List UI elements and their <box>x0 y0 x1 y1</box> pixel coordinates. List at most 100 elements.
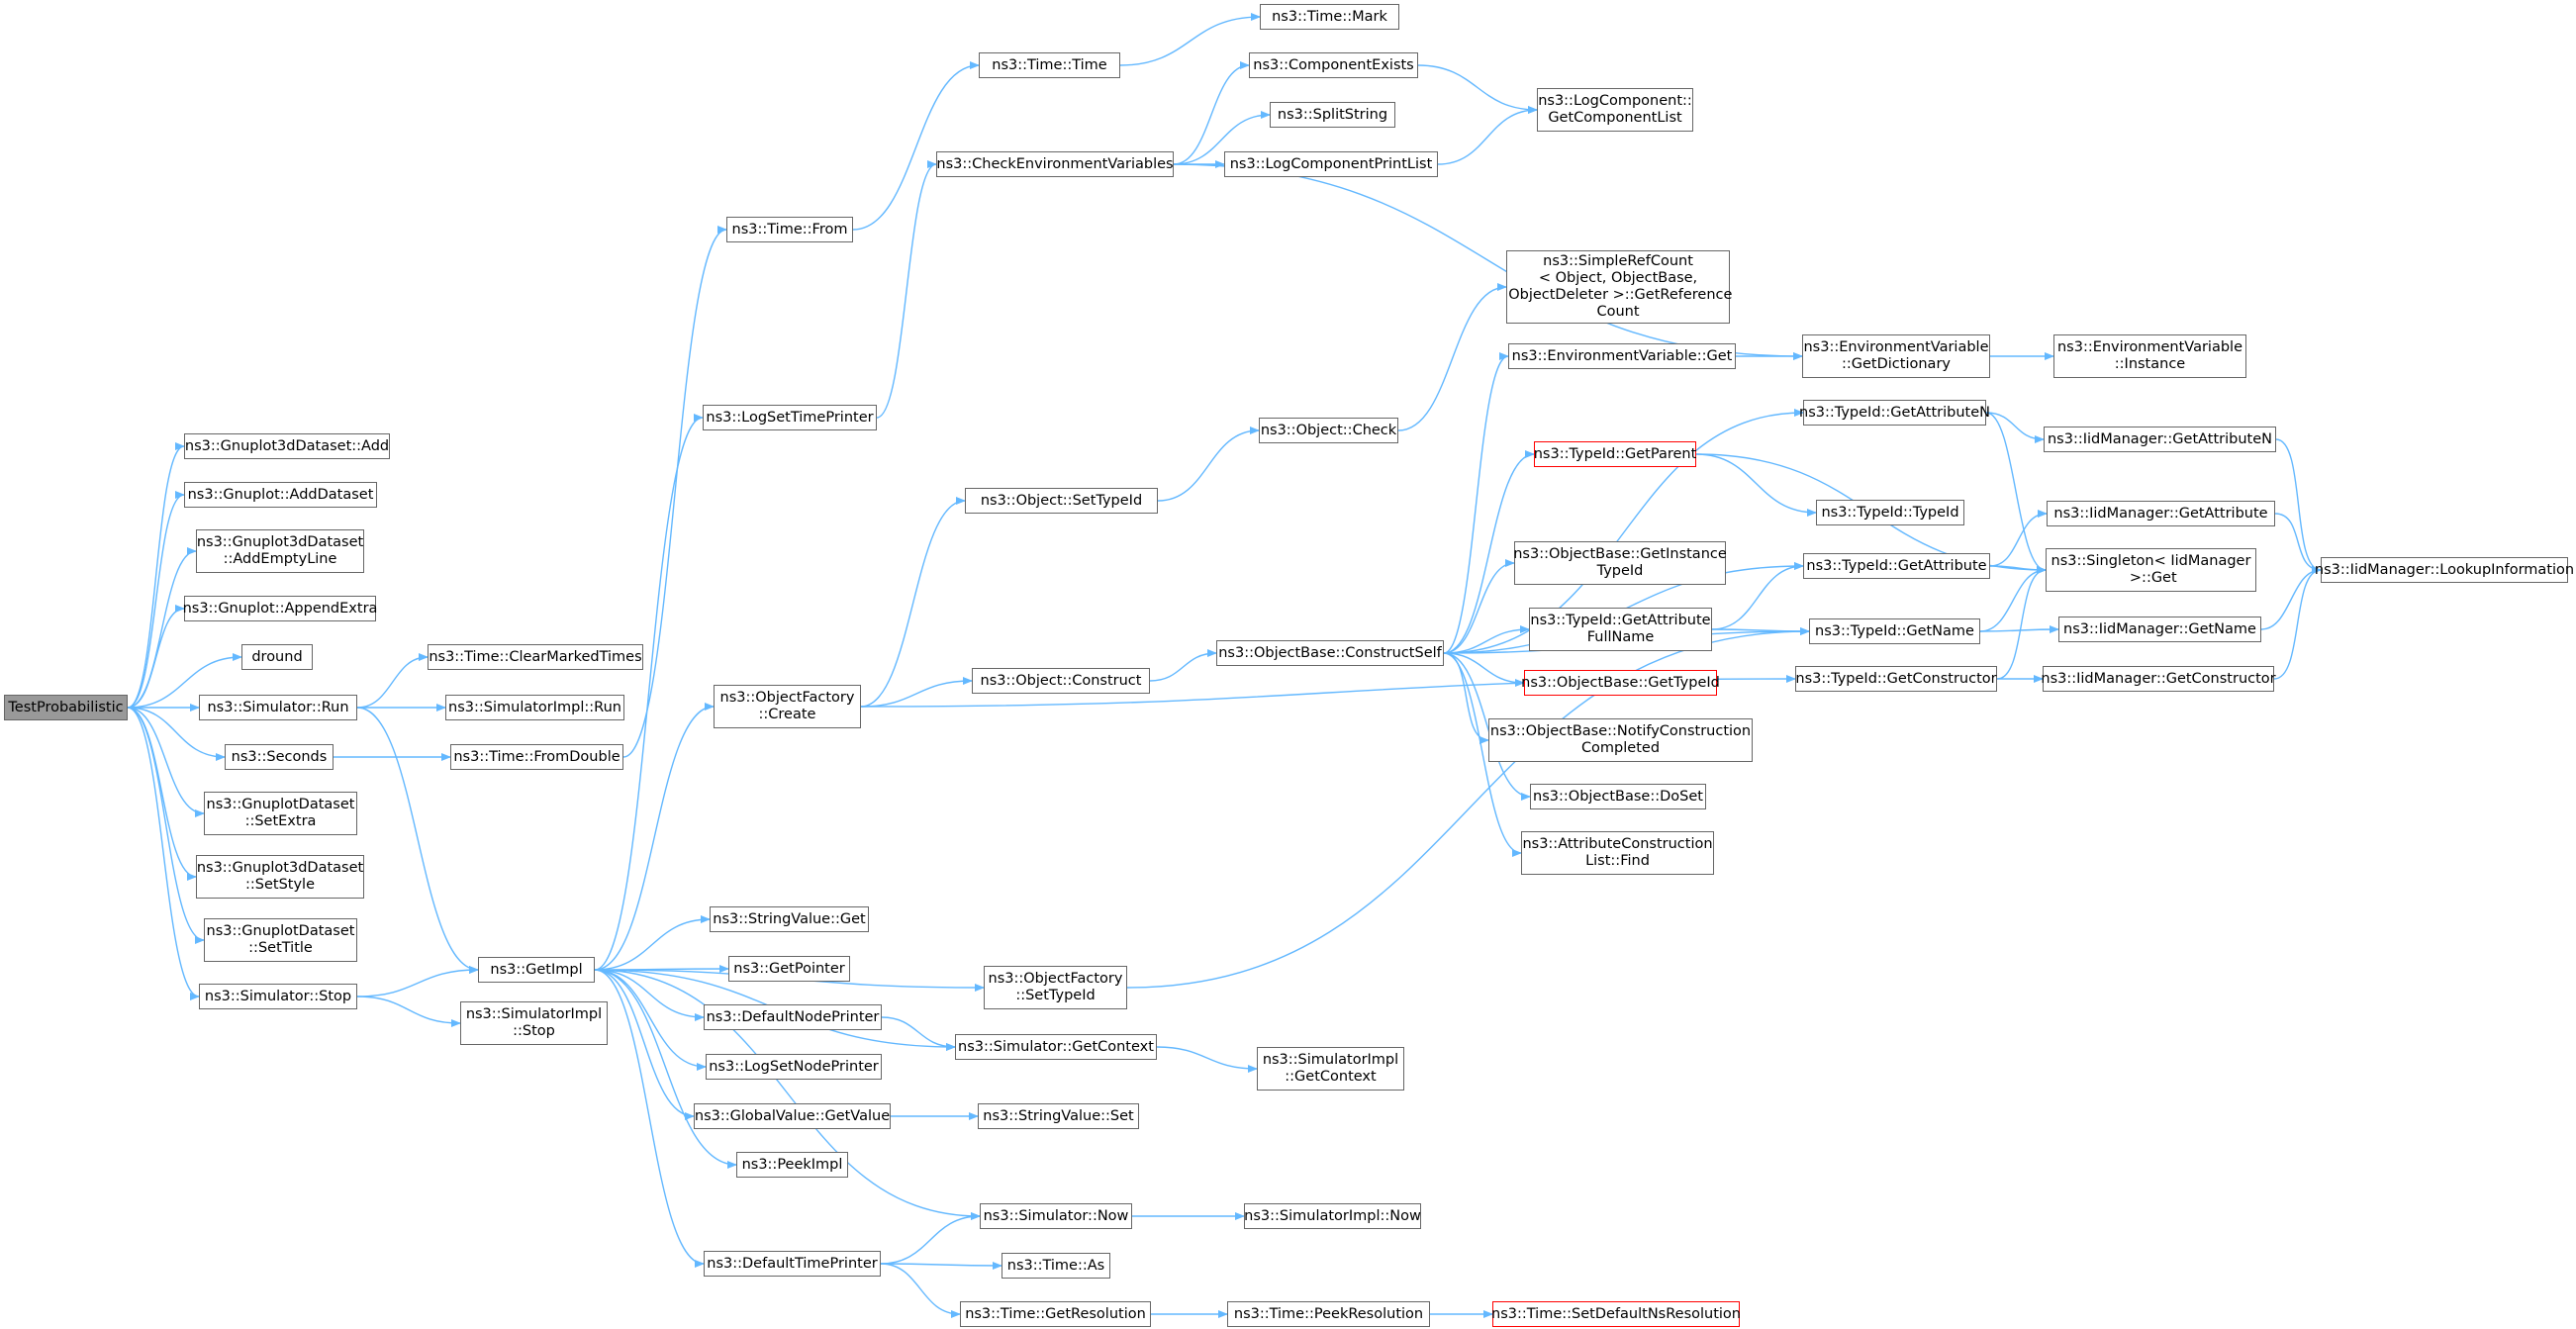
graph-node-n5[interactable]: dround <box>241 644 313 670</box>
graph-node-n22[interactable]: ns3::DefaultNodePrinter <box>704 1004 882 1030</box>
graph-node-n33[interactable]: ns3::LogComponent:: GetComponentList <box>1537 88 1693 132</box>
graph-node-n27[interactable]: ns3::Time::Time <box>979 52 1120 78</box>
graph-edge <box>1156 1046 1258 1073</box>
graph-node-n58[interactable]: ns3::ObjectBase::DoSet <box>1530 784 1706 809</box>
graph-node-n57[interactable]: ns3::ObjectBase::NotifyConstruction Comp… <box>1488 718 1753 762</box>
graph-node-n62[interactable]: ns3::SimulatorImpl ::GetContext <box>1257 1047 1404 1091</box>
graph-node-n11[interactable]: ns3::Simulator::Stop <box>199 984 357 1009</box>
graph-node-n52[interactable]: ns3::TypeId::GetName <box>1809 618 1980 644</box>
graph-node-n13[interactable]: ns3::SimulatorImpl::Run <box>445 695 624 720</box>
graph-edge <box>594 703 715 971</box>
graph-node-n8[interactable]: ns3::GnuplotDataset ::SetExtra <box>204 792 357 835</box>
graph-node-n41[interactable]: ns3::EnvironmentVariable ::Instance <box>2053 334 2246 378</box>
graph-edge <box>1443 409 1804 654</box>
graph-node-n51[interactable]: ns3::TypeId::GetAttribute FullName <box>1529 608 1712 651</box>
graph-node-n60[interactable]: ns3::ObjectFactory ::SetTypeId <box>984 966 1127 1009</box>
graph-node-n23[interactable]: ns3::LogSetNodePrinter <box>706 1054 882 1080</box>
graph-node-n9[interactable]: ns3::Gnuplot3dDataset ::SetStyle <box>196 855 364 899</box>
graph-edge <box>1126 627 1810 989</box>
graph-edge <box>1989 510 2048 567</box>
graph-node-n21[interactable]: ns3::GetPointer <box>728 956 850 982</box>
graph-edge <box>1417 64 1538 114</box>
graph-node-n43[interactable]: ns3::IidManager::GetAttributeN <box>2044 427 2276 452</box>
graph-edge <box>594 969 695 1120</box>
graph-edge <box>876 160 937 419</box>
graph-edge <box>1711 562 1804 630</box>
graph-edge <box>1149 649 1217 682</box>
graph-node-n35[interactable]: ns3::Object::Construct <box>972 668 1150 694</box>
graph-edge <box>1157 427 1260 502</box>
graph-node-n42[interactable]: ns3::TypeId::GetAttributeN <box>1799 400 1990 426</box>
graph-node-n63[interactable]: ns3::StringValue::Set <box>978 1103 1139 1129</box>
graph-node-n31[interactable]: ns3::SplitString <box>1270 102 1395 128</box>
graph-node-n59[interactable]: ns3::AttributeConstruction List::Find <box>1521 831 1714 875</box>
graph-edge <box>1985 412 2045 443</box>
graph-node-n15[interactable]: ns3::GetImpl <box>478 957 595 983</box>
graph-node-n19[interactable]: ns3::ObjectFactory ::Create <box>714 685 861 728</box>
graph-node-n65[interactable]: ns3::SimulatorImpl::Now <box>1244 1203 1421 1229</box>
graph-node-n17[interactable]: ns3::Time::From <box>726 217 853 242</box>
graph-node-n46[interactable]: ns3::IidManager::GetAttribute <box>2047 501 2275 526</box>
graph-node-n47[interactable]: ns3::ObjectBase::GetInstance TypeId <box>1513 541 1727 585</box>
graph-node-n45[interactable]: ns3::TypeId::TypeId <box>1816 500 1964 525</box>
graph-node-n7[interactable]: ns3::Seconds <box>225 744 334 770</box>
graph-node-n14[interactable]: ns3::Time::FromDouble <box>450 744 623 770</box>
graph-node-n56[interactable]: ns3::IidManager::GetConstructor <box>2041 666 2276 692</box>
graph-edge <box>881 1016 956 1051</box>
graph-edge <box>1979 566 2047 632</box>
graph-node-n67[interactable]: ns3::Time::GetResolution <box>960 1301 1151 1327</box>
graph-node-n49[interactable]: ns3::Singleton< IidManager >::Get <box>2046 548 2256 592</box>
graph-node-n2[interactable]: ns3::Gnuplot::AddDataset <box>184 482 377 508</box>
graph-edge <box>2260 566 2322 630</box>
graph-node-n6[interactable]: ns3::Simulator::Run <box>199 695 357 720</box>
graph-node-n4[interactable]: ns3::Gnuplot::AppendExtra <box>183 596 377 621</box>
graph-node-n36[interactable]: ns3::Object::Check <box>1259 418 1398 443</box>
graph-node-n61[interactable]: ns3::Simulator::GetContext <box>955 1034 1157 1060</box>
graph-node-n25[interactable]: ns3::PeekImpl <box>736 1152 848 1178</box>
graph-edge <box>594 969 705 1021</box>
graph-node-n34[interactable]: ns3::Object::SetTypeId <box>965 488 1158 514</box>
graph-node-n64[interactable]: ns3::Simulator::Now <box>980 1203 1132 1229</box>
graph-node-n48[interactable]: ns3::TypeId::GetAttribute <box>1803 553 1990 579</box>
graph-edge <box>1437 106 1538 165</box>
graph-node-n44[interactable]: ns3::TypeId::GetParent <box>1534 441 1696 467</box>
graph-node-n20[interactable]: ns3::StringValue::Get <box>710 906 869 932</box>
graph-node-n37[interactable]: ns3::SimpleRefCount < Object, ObjectBase… <box>1506 250 1732 324</box>
graph-edge <box>1443 559 1515 654</box>
graph-node-n1[interactable]: ns3::Gnuplot3dDataset::Add <box>184 433 390 459</box>
graph-node-n69[interactable]: ns3::Time::SetDefaultNsResolution <box>1491 1301 1741 1327</box>
graph-node-n50[interactable]: ns3::IidManager::LookupInformation <box>2315 557 2574 583</box>
graph-edge <box>1443 652 1531 801</box>
graph-node-n38[interactable]: ns3::ObjectBase::ConstructSelf <box>1216 640 1444 666</box>
graph-node-n0[interactable]: TestProbabilistic <box>4 695 128 720</box>
graph-edge <box>622 226 727 758</box>
graph-edge <box>356 996 461 1027</box>
graph-node-n55[interactable]: ns3::TypeId::GetConstructor <box>1795 666 1997 692</box>
graph-node-n3[interactable]: ns3::Gnuplot3dDataset ::AddEmptyLine <box>196 529 364 573</box>
graph-node-n18[interactable]: ns3::LogSetTimePrinter <box>703 405 877 430</box>
graph-node-n66[interactable]: ns3::Time::As <box>1002 1253 1110 1279</box>
graph-edge <box>1173 61 1250 165</box>
graph-node-n39[interactable]: ns3::EnvironmentVariable::Get <box>1508 343 1736 369</box>
graph-node-n16[interactable]: ns3::SimulatorImpl ::Stop <box>460 1001 608 1045</box>
graph-edge <box>356 707 479 974</box>
graph-edge <box>356 653 429 709</box>
graph-node-n68[interactable]: ns3::Time::PeekResolution <box>1227 1301 1430 1327</box>
graph-edge <box>594 969 705 1268</box>
graph-node-n28[interactable]: ns3::Time::Mark <box>1260 4 1399 30</box>
graph-edge <box>127 707 226 761</box>
graph-edge <box>860 677 973 708</box>
graph-edge <box>2273 566 2322 680</box>
graph-node-n24[interactable]: ns3::GlobalValue::GetValue <box>694 1103 891 1129</box>
graph-edge <box>1443 450 1535 654</box>
graph-node-n32[interactable]: ns3::LogComponentPrintList <box>1224 151 1438 177</box>
graph-node-n12[interactable]: ns3::Time::ClearMarkedTimes <box>428 644 643 670</box>
graph-node-n29[interactable]: ns3::CheckEnvironmentVariables <box>936 151 1174 177</box>
graph-node-n30[interactable]: ns3::ComponentExists <box>1249 52 1418 78</box>
graph-node-n53[interactable]: ns3::IidManager::GetName <box>2058 617 2261 642</box>
graph-node-n26[interactable]: ns3::DefaultTimePrinter <box>704 1251 881 1277</box>
graph-node-n40[interactable]: ns3::EnvironmentVariable ::GetDictionary <box>1802 334 1990 378</box>
graph-node-n54[interactable]: ns3::ObjectBase::GetTypeId <box>1521 670 1720 696</box>
graph-node-n10[interactable]: ns3::GnuplotDataset ::SetTitle <box>204 918 357 962</box>
